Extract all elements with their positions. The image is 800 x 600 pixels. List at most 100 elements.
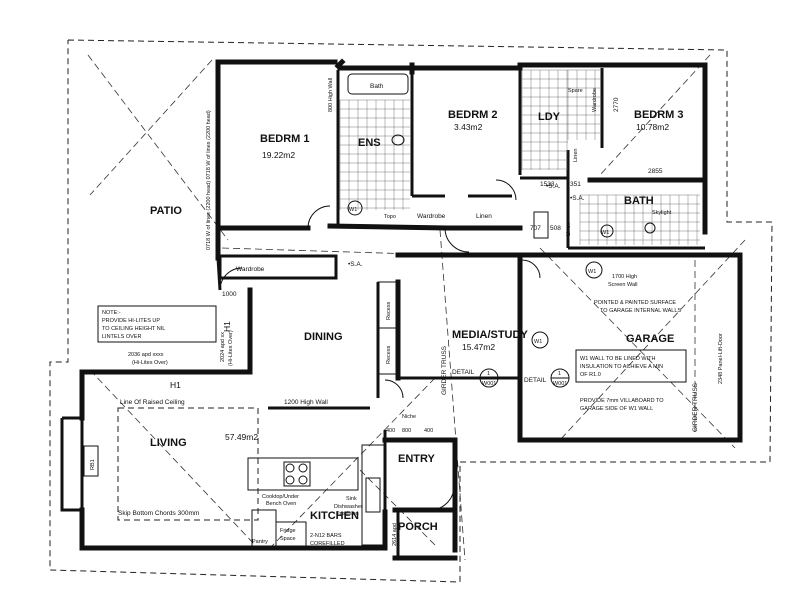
- corefil-label: COREFILLED: [310, 541, 345, 547]
- fridge-label: Fridge: [280, 528, 296, 534]
- fixtures: [83, 73, 687, 513]
- sa-label-1: •S.A.: [348, 261, 363, 268]
- paint-note-2: TO GARAGE INTERNAL WALLS: [600, 308, 681, 314]
- note-title: NOTE:-: [102, 310, 121, 316]
- detail-no-a: 1: [487, 371, 490, 377]
- room-media: MEDIA/STUDY: [452, 329, 528, 341]
- window-spec: 0718 W of lines (2200 head) 0718 W of li…: [206, 110, 212, 250]
- dim-2024: 2024 apd xx: [220, 332, 226, 362]
- villaboard-1: PROVIDE 7mm VILLABOARD TO: [580, 398, 664, 404]
- w1-media: W1: [534, 339, 542, 345]
- note-line2: TO CEILING HEIGHT NIL: [102, 326, 165, 332]
- recess2-label: Recess: [386, 345, 392, 364]
- room-porch: PORCH: [398, 521, 438, 533]
- w1-ens: W1: [349, 207, 357, 213]
- dim-800: 800: [402, 428, 411, 434]
- recess1-label: Recess: [386, 301, 392, 320]
- dim-400a: 400: [386, 428, 395, 434]
- raised-ceiling: Line Of Raised Ceiling: [120, 399, 185, 406]
- room-patio: PATIO: [150, 205, 182, 217]
- girder-truss-2: GIRDER TRUSS: [692, 382, 699, 432]
- room-bed1: BEDRM 1: [260, 133, 310, 145]
- skip-chords: Skip Bottom Chords 300mm: [118, 510, 199, 517]
- screen-wall-1: 1700 High: [612, 274, 637, 280]
- provision-label: Provision: [336, 511, 359, 517]
- note-line1: PROVIDE HI-LITES UP: [102, 318, 160, 324]
- room-living-area: 57.49m2: [225, 432, 258, 442]
- ens-basin: [391, 134, 405, 146]
- room-living: LIVING: [150, 437, 187, 449]
- room-bed2: BEDRM 2: [448, 109, 498, 121]
- wardrobe-ldy-label: Wardrobe: [592, 88, 598, 112]
- hilites-over: (Hi-Lites Over): [132, 360, 168, 366]
- linen-bath-label: Linen: [566, 223, 572, 236]
- porch-dim: 2614 apd: [392, 523, 398, 546]
- high-wall-800: 800 High Wall: [328, 78, 334, 112]
- girder-truss-1: GIRDER TRUSS: [441, 345, 448, 395]
- h1-label-b: H1: [222, 321, 232, 332]
- room-bath: BATH: [624, 195, 654, 207]
- topo-label: Topo: [384, 214, 396, 220]
- dishwasher-label: Dishwasher: [334, 504, 363, 510]
- sa-label-3: •S.A.: [570, 195, 585, 202]
- detail-ref-a: W001: [482, 381, 496, 387]
- rb1-label: RB1: [90, 459, 96, 470]
- walls: [60, 58, 743, 561]
- room-labels: PATIO BEDRM 1 19.22m2 ENS Bath BEDRM 2 3…: [150, 83, 684, 533]
- wardrobe-ens-label: Wardrobe: [417, 213, 446, 220]
- dim-707: 707: [530, 225, 541, 232]
- hilites-dim: 2036 apd xxxx: [128, 352, 164, 358]
- detail-label-a: DETAIL: [452, 369, 475, 376]
- sink-label: Sink: [346, 496, 357, 502]
- dim-1000: 1000: [222, 291, 237, 298]
- linen-ldy-label: Linen: [573, 149, 579, 162]
- cooktop-label: Cooktop/Under: [262, 494, 299, 500]
- skylight-label: Skylight: [652, 210, 672, 216]
- room-kitchen: KITCHEN: [310, 510, 359, 522]
- w1-note-3: OF R1.0: [580, 372, 601, 378]
- room-garage: GARAGE: [626, 333, 674, 345]
- dim-508: 508: [550, 225, 561, 232]
- room-ldy: LDY: [538, 111, 561, 123]
- w1-note-2: INSULATION TO ACHIEVE A MIN: [580, 364, 663, 370]
- note-line3: LINTELS OVER: [102, 334, 141, 340]
- niche-label: Niche: [402, 414, 416, 420]
- villaboard-2: GARAGE SIDE OF W1 WALL: [580, 406, 653, 412]
- w1-note-1: W1 WALL TO BE LINED WITH: [580, 356, 656, 362]
- room-bed3-area: 10.78m2: [636, 122, 669, 132]
- paint-note-1: POINTED & PAINTED SURFACE: [594, 300, 676, 306]
- fridge-space-label: Space: [280, 536, 296, 542]
- garage-door-label: 2348 Panel-Lift-Door: [718, 333, 724, 384]
- room-bed1-area: 19.22m2: [262, 150, 295, 160]
- wardrobe-bed1-label: Wardrobe: [236, 266, 265, 273]
- bath-w1-marker: [600, 224, 614, 238]
- screen-wall-2: Screen Wall: [608, 282, 637, 288]
- dim-hilites: (Hi-Lites Over): [228, 330, 234, 366]
- room-bed3: BEDRM 3: [634, 109, 684, 121]
- dim-400b: 400: [424, 428, 433, 434]
- room-dining: DINING: [304, 331, 343, 343]
- detail-no-b: 1: [558, 371, 561, 377]
- wet-area-tiles: [339, 69, 700, 245]
- sa-label-2: •S.A.: [546, 183, 561, 190]
- w1-garage: W1: [588, 269, 596, 275]
- h1-label-a: H1: [170, 380, 181, 390]
- bathtub: [347, 73, 409, 95]
- pantry-label: Pantry: [252, 539, 268, 545]
- room-bath-top: Bath: [370, 83, 384, 90]
- bars-label: 2-N12 BARS: [310, 533, 342, 539]
- dim-351: 351: [570, 181, 581, 188]
- linen-label: Linen: [476, 213, 492, 220]
- bench-oven-label: Bench Oven: [266, 501, 296, 507]
- dim-1533: 1533: [540, 181, 555, 188]
- w1-bath: W1: [601, 230, 609, 236]
- dim-2770: 2770: [613, 97, 620, 112]
- spare-label: Spare: [568, 88, 583, 94]
- detail-label-b: DETAIL: [524, 377, 547, 384]
- room-entry: ENTRY: [398, 453, 436, 465]
- ens-w1-marker: [347, 200, 363, 216]
- detail-ref-b: W001: [553, 381, 567, 387]
- roof-outline: [49, 39, 773, 583]
- room-bed2-area: 3.43m2: [454, 122, 483, 132]
